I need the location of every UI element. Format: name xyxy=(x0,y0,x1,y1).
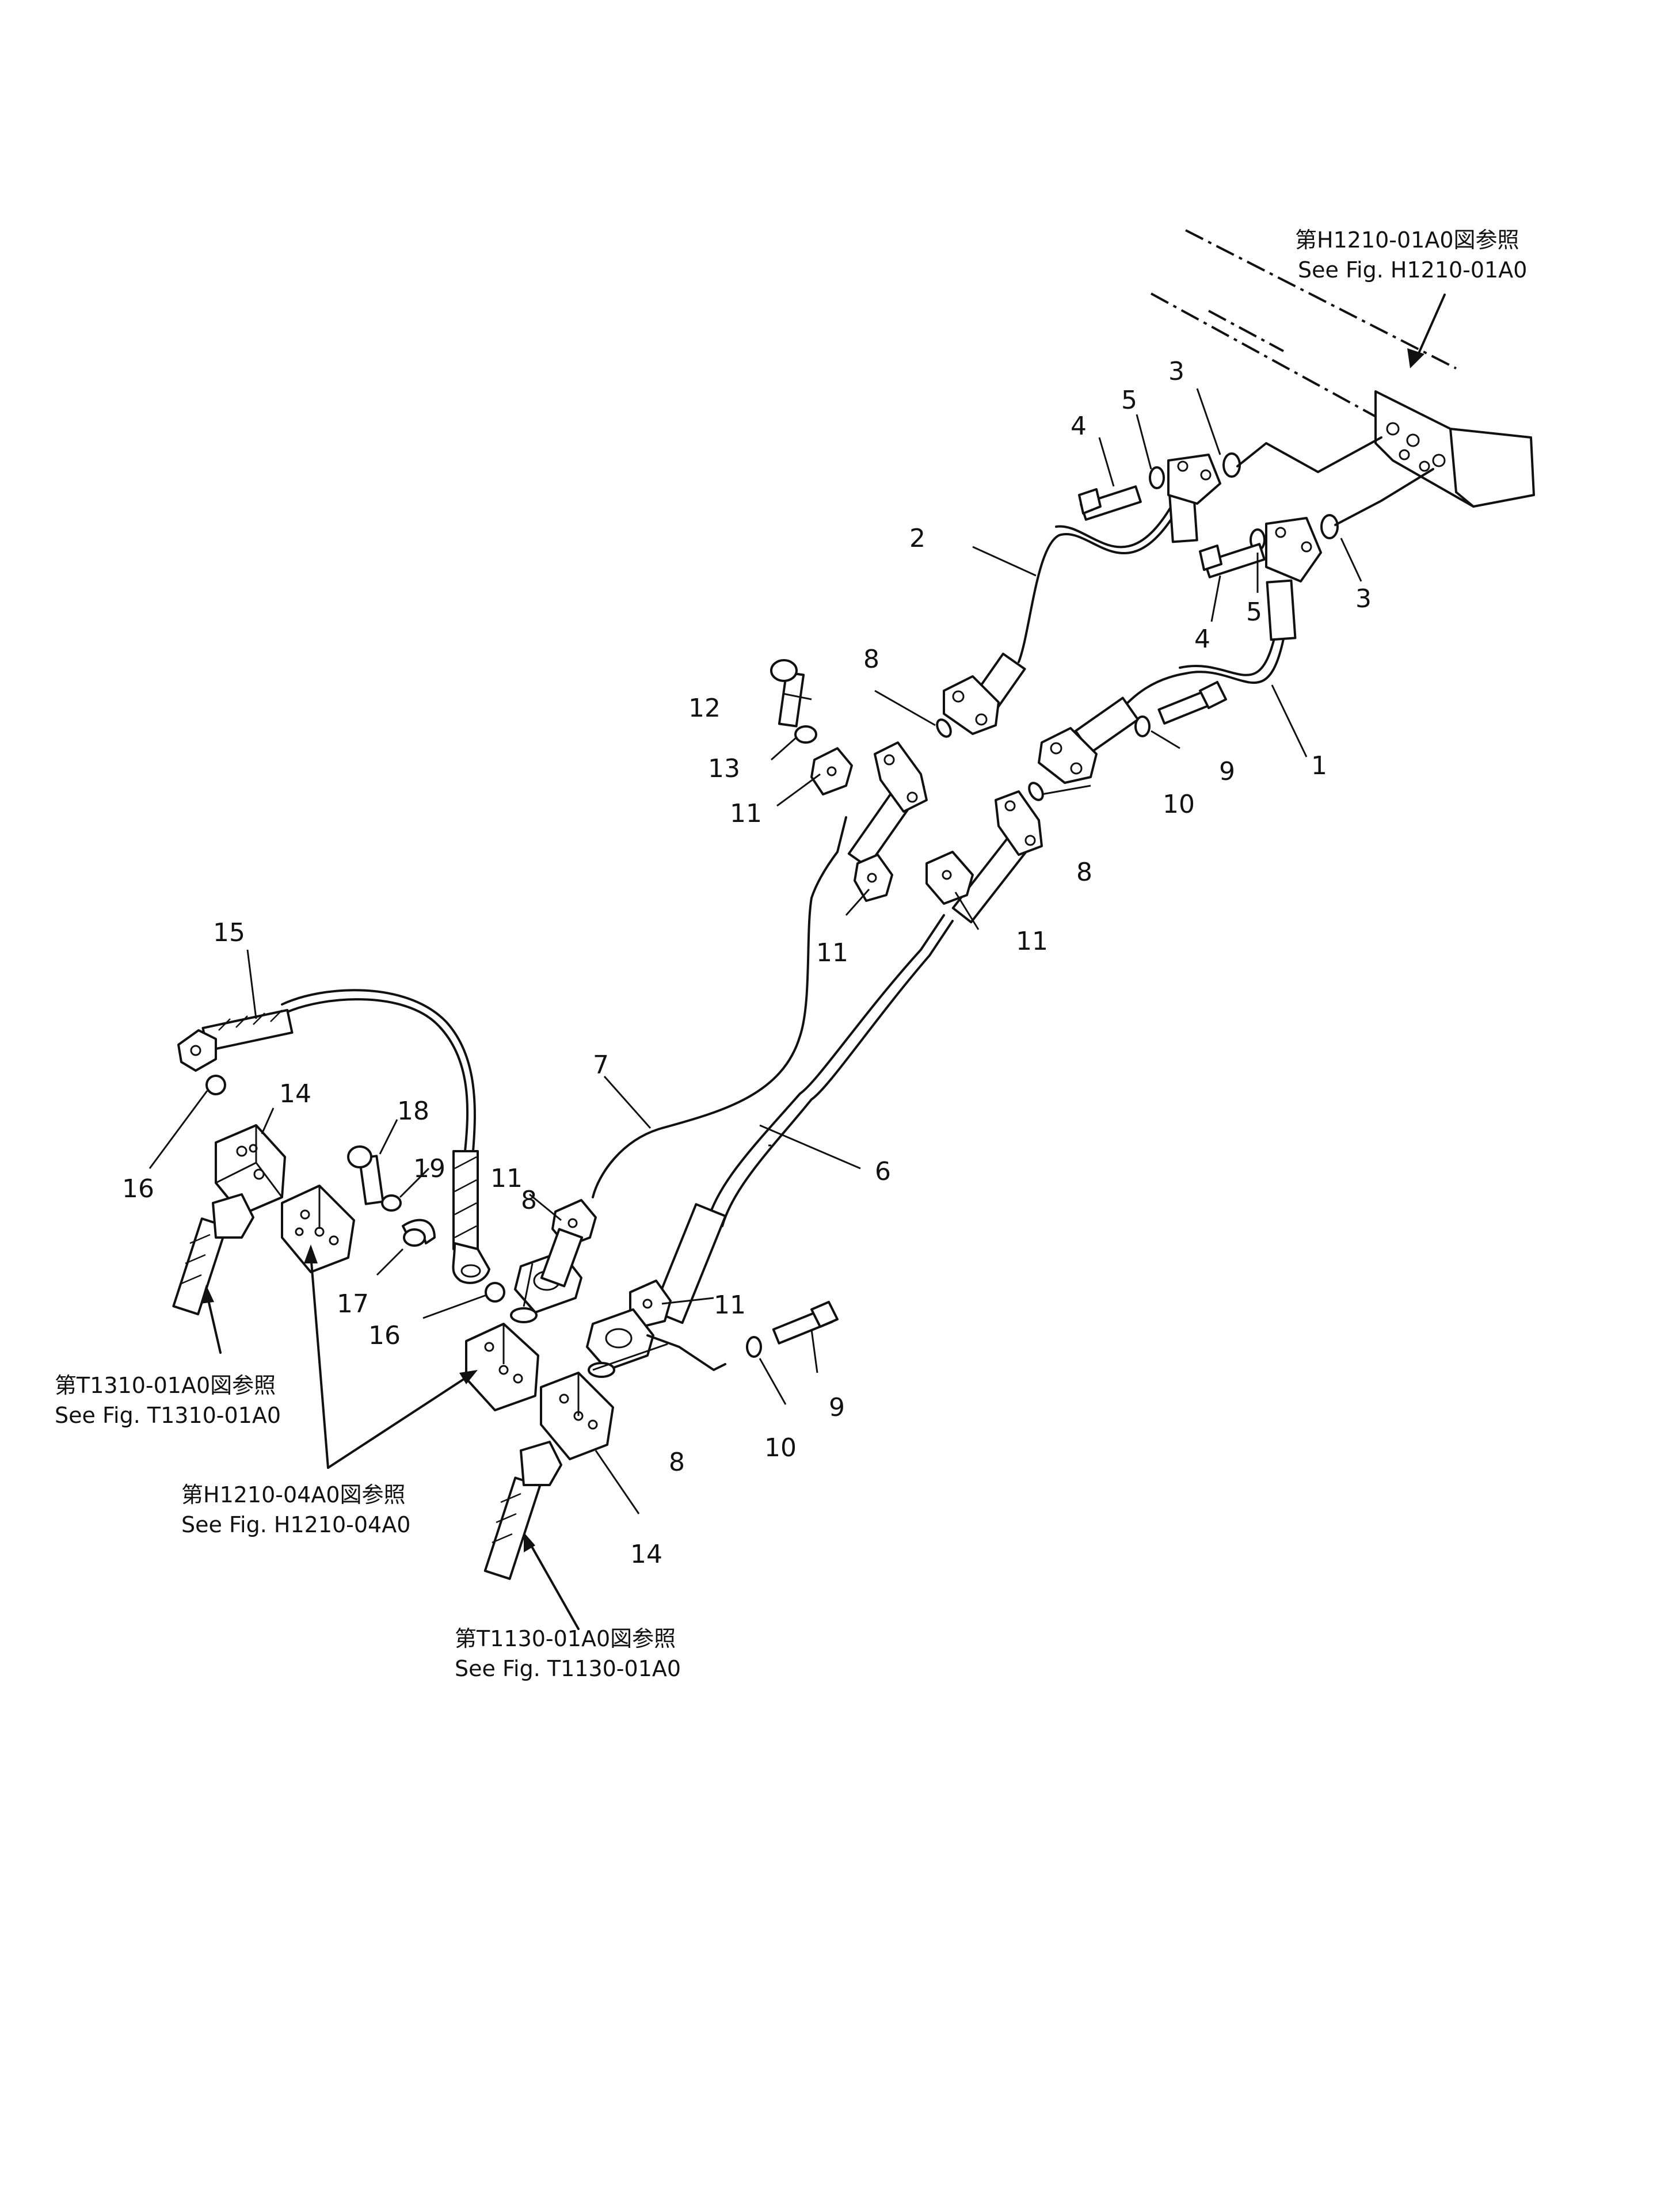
hose-2 xyxy=(1018,494,1187,663)
part-label: 11 xyxy=(714,1290,746,1320)
washer-10-upper xyxy=(1134,715,1151,737)
part-label: 9 xyxy=(1219,757,1235,786)
clamp-11-a xyxy=(810,747,853,795)
part-label: 4 xyxy=(1071,412,1087,441)
external-hose-t1130 xyxy=(483,1441,562,1580)
bolt-12 xyxy=(770,659,805,728)
bolt-4-lower xyxy=(1199,543,1266,578)
part-label: 8 xyxy=(669,1448,685,1477)
part-label: 11 xyxy=(1016,927,1048,956)
clamp-17 xyxy=(402,1219,436,1247)
valve-block-14-upper-right xyxy=(281,1185,355,1273)
part-label: 5 xyxy=(1246,597,1262,627)
o-ring-8-a xyxy=(936,718,952,738)
o-ring-16-lower xyxy=(485,1282,505,1303)
washer-13 xyxy=(794,725,817,744)
valve-block-14-upper-left xyxy=(215,1124,286,1216)
part-label: 3 xyxy=(1168,357,1184,386)
part-label: 11 xyxy=(490,1164,523,1193)
hose-1-elbow-fitting xyxy=(1265,517,1322,641)
valve-block-14-lower-right xyxy=(540,1372,614,1460)
part-label: 16 xyxy=(122,1174,154,1204)
part-label: 8 xyxy=(863,645,879,674)
valve-block-14-lower-left xyxy=(465,1323,539,1411)
part-label: 19 xyxy=(413,1154,445,1183)
part-number-labels: 1 2 3 3 4 4 5 5 6 7 8 8 8 8 9 9 10 10 11… xyxy=(122,357,1372,1569)
part-label: 10 xyxy=(1163,790,1195,819)
ref-caption-en: See Fig. T1130-01A0 xyxy=(455,1656,681,1681)
tube-6-lower-sleeve xyxy=(652,1203,727,1324)
part-label: 15 xyxy=(213,918,245,947)
ref-arrow-h1210-01 xyxy=(1415,294,1446,361)
o-ring-16-upper xyxy=(205,1075,226,1095)
ref-caption-jp: 第H1210-01A0図参照 xyxy=(1295,227,1519,253)
part-label: 14 xyxy=(279,1079,311,1109)
hose-15 xyxy=(177,989,490,1284)
tube-7-lower-flange xyxy=(514,1228,584,1314)
part-label: 3 xyxy=(1355,584,1372,614)
ref-arrows-lower xyxy=(200,1244,580,1630)
part-label: 16 xyxy=(368,1321,401,1350)
ref-caption-t1310-01a0: 第T1310-01A0図参照 See Fig. T1310-01A0 xyxy=(55,1373,281,1428)
hose-2-flange-fitting xyxy=(943,652,1026,735)
part-label: 11 xyxy=(730,799,762,828)
o-ring-3-lower xyxy=(1320,514,1339,539)
leader-lines xyxy=(148,388,1362,1514)
bolt-9-upper xyxy=(1157,681,1227,725)
part-label: 11 xyxy=(816,938,848,968)
clamp-11-c xyxy=(925,851,974,905)
part-label: 1 xyxy=(1311,751,1327,781)
part-label: 12 xyxy=(688,694,721,723)
part-label: 17 xyxy=(337,1289,369,1319)
hose-2-elbow-fitting xyxy=(1167,454,1221,543)
washer-19 xyxy=(381,1194,402,1212)
clamp-11-b xyxy=(854,854,893,902)
ref-caption-jp: 第H1210-04A0図参照 xyxy=(181,1482,406,1507)
external-hose-t1310 xyxy=(172,1193,254,1316)
tube-6 xyxy=(692,790,1043,1250)
ref-arrowhead-h1210-01 xyxy=(1407,348,1424,368)
tube-7 xyxy=(592,741,928,1198)
hose-1 xyxy=(1121,638,1285,709)
o-ring-8-b xyxy=(1028,782,1044,801)
part-label: 9 xyxy=(829,1393,845,1422)
part-label: 8 xyxy=(521,1186,537,1215)
o-ring-8-d xyxy=(588,1362,615,1378)
part-label: 6 xyxy=(875,1157,891,1186)
part-label: 14 xyxy=(630,1540,662,1569)
washer-10-lower xyxy=(746,1336,762,1358)
ref-caption-jp: 第T1310-01A0図参照 xyxy=(55,1373,276,1398)
ref-caption-jp: 第T1130-01A0図参照 xyxy=(455,1626,676,1651)
bolt-9-lower xyxy=(772,1301,839,1345)
ref-caption-en: See Fig. H1210-01A0 xyxy=(1298,257,1527,283)
part-label: 10 xyxy=(764,1433,797,1463)
washer-5-upper xyxy=(1149,466,1165,489)
ref-caption-t1130-01a0: 第T1130-01A0図参照 See Fig. T1130-01A0 xyxy=(455,1626,681,1681)
hose-2-inner xyxy=(1055,495,1178,549)
ref-caption-h1210-04a0: 第H1210-04A0図参照 See Fig. H1210-04A0 xyxy=(181,1482,410,1537)
part-label: 7 xyxy=(593,1050,609,1080)
o-ring-8-c xyxy=(510,1307,538,1323)
part-label: 13 xyxy=(708,754,740,783)
part-label: 2 xyxy=(909,524,925,553)
frame-beam xyxy=(1151,229,1535,508)
bolt-4-upper xyxy=(1078,485,1142,521)
part-label: 5 xyxy=(1121,386,1137,415)
bolt-18 xyxy=(347,1145,384,1205)
part-label: 18 xyxy=(397,1097,429,1126)
hose-1-flange-fitting xyxy=(1038,696,1140,784)
hose-1-inner xyxy=(1179,635,1276,676)
ref-caption-h1210-01a0: 第H1210-01A0図参照 See Fig. H1210-01A0 xyxy=(1295,227,1527,283)
ref-caption-en: See Fig. T1310-01A0 xyxy=(55,1403,281,1428)
part-label: 8 xyxy=(1076,858,1092,887)
ref-caption-en: See Fig. H1210-04A0 xyxy=(181,1512,410,1537)
part-label: 4 xyxy=(1194,625,1210,654)
